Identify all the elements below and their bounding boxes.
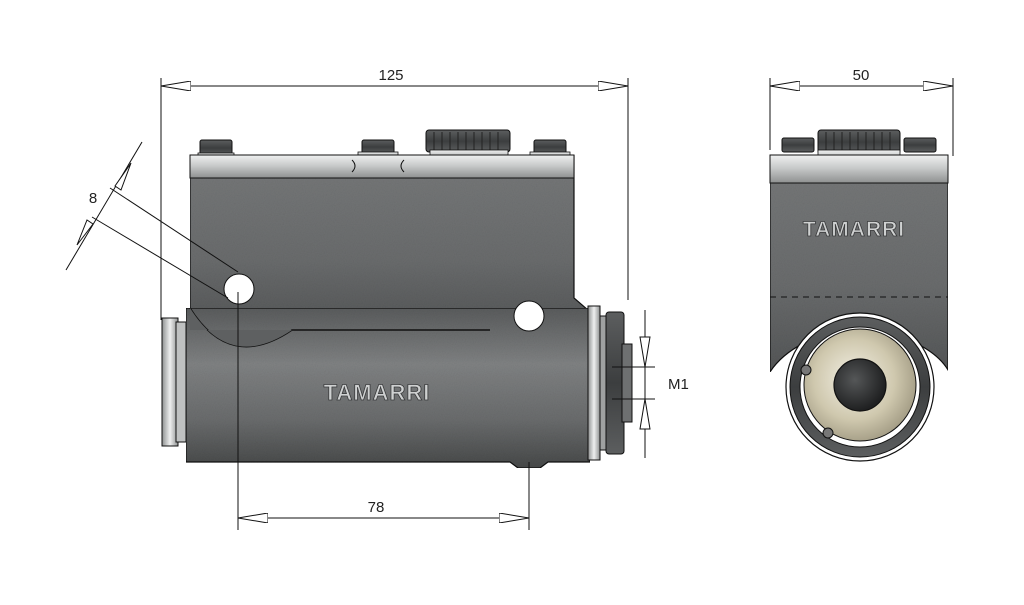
front-brand-label: TAMARRI — [324, 380, 431, 405]
dimension-thread: M1 — [612, 310, 689, 458]
dimension-label-8: 8 — [89, 190, 97, 207]
side-view: TAMARRI — [769, 129, 949, 462]
side-top-fitting-left — [781, 137, 815, 153]
front-top-band — [189, 154, 575, 179]
side-bore — [833, 358, 887, 412]
front-right-end — [587, 305, 633, 461]
front-view: TAMARRI — [161, 129, 633, 469]
dimension-label-50: 50 — [853, 67, 870, 84]
dimension-overall-length: 125 — [160, 67, 629, 320]
side-top-band — [769, 154, 949, 184]
mount-hole-left — [223, 273, 255, 305]
dimension-label-m1: M1 — [668, 376, 689, 393]
mount-hole-right — [513, 300, 545, 332]
dimension-angle-offset: 8 — [65, 141, 239, 299]
dimension-label-125: 125 — [378, 67, 403, 84]
dimension-label-78: 78 — [368, 499, 385, 516]
dimension-hole-spacing: 78 — [237, 292, 530, 530]
dimension-width: 50 — [769, 67, 954, 156]
front-left-end-ring — [161, 317, 187, 447]
side-cylinder-end — [785, 312, 935, 462]
side-brand-label: TAMARRI — [803, 218, 905, 241]
side-top-fitting-right — [903, 137, 937, 153]
